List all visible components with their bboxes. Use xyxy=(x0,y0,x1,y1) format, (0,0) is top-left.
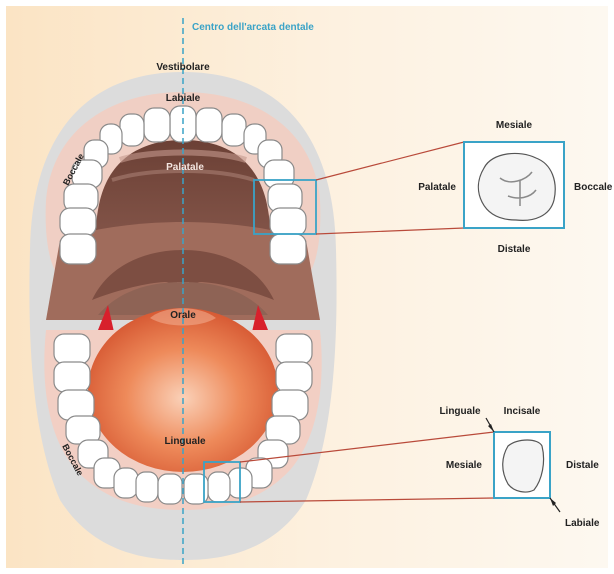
incisor-label-left: Mesiale xyxy=(446,460,483,471)
label-centro: Centro dell'arcata dentale xyxy=(192,22,314,33)
label-vestibolare: Vestibolare xyxy=(156,62,210,73)
label-labiale-top: Labiale xyxy=(166,93,201,104)
molar-label-top: Mesiale xyxy=(496,120,533,131)
molar-label-right: Boccale xyxy=(574,182,613,193)
label-linguale-mouth: Linguale xyxy=(164,436,206,447)
label-palatale-mouth: Palatale xyxy=(166,162,204,173)
incisor-label-bottom-right: Labiale xyxy=(565,518,600,529)
incisor-tooth xyxy=(503,440,544,492)
incisor-label-top-right: Incisale xyxy=(504,406,541,417)
molar-tooth xyxy=(478,153,555,220)
incisor-label-right: Distale xyxy=(566,460,599,471)
label-orale: Orale xyxy=(170,310,196,321)
molar-label-bottom: Distale xyxy=(498,244,531,255)
molar-label-left: Palatale xyxy=(418,182,456,193)
incisor-label-top-left: Linguale xyxy=(439,406,481,417)
